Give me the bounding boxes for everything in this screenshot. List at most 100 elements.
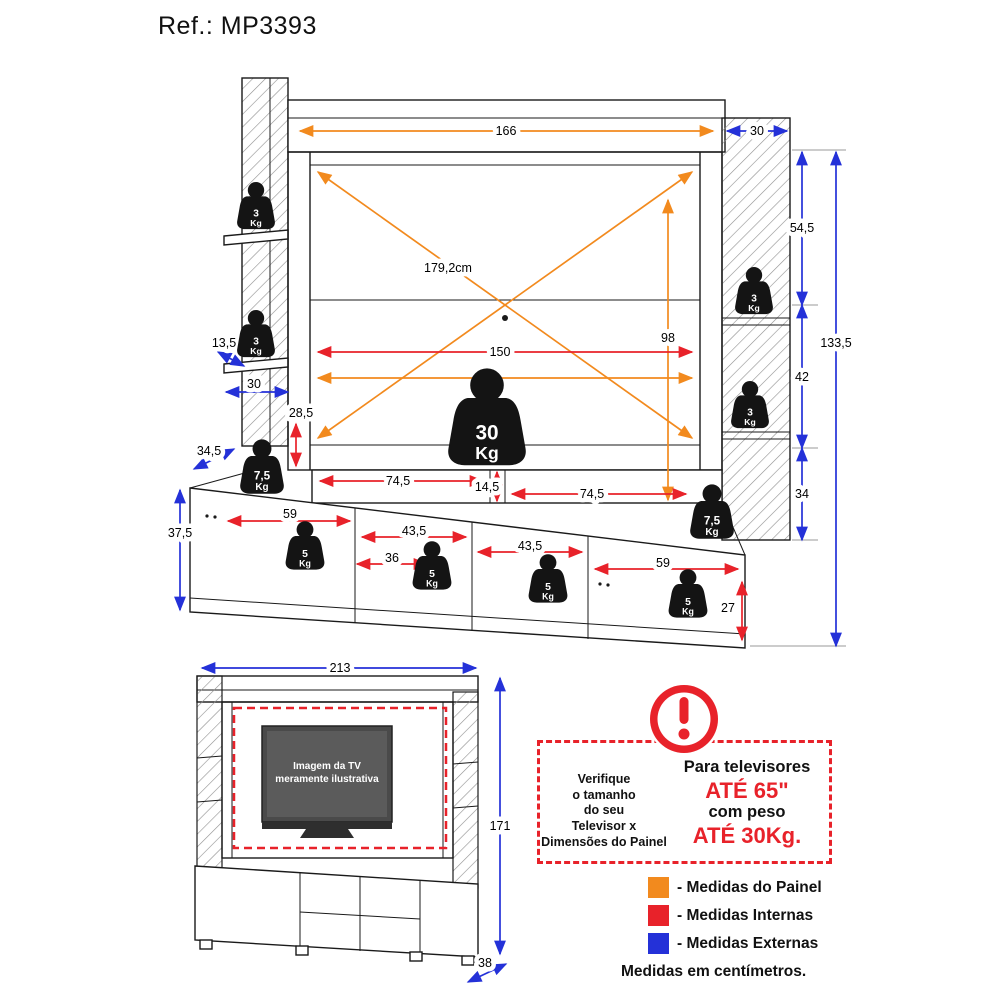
dim-side-width: 30 [750,124,764,138]
dim-small-depth: 38 [478,956,492,970]
legend-swatch-panel [648,877,669,898]
dim-comp-height: 27 [721,601,735,615]
weight-3kg: 3Kg [237,181,275,230]
notice-box [537,740,832,864]
tv-note-line1: Imagem da TV [293,761,361,772]
tv-stand [300,829,354,838]
dim-inner-height: 98 [661,331,675,345]
dim-comp3: 36 [385,551,399,565]
tv-area-dashed-outline [232,706,448,850]
handle-dot [606,583,610,587]
left-mirror-panel [223,77,289,447]
svg-text:Kg: Kg [542,591,554,601]
svg-text:Kg: Kg [250,346,261,356]
tv-capacity-text: Para televisores ATÉ 65" com peso ATÉ 30… [666,758,828,848]
dim-comp2: 43,5 [402,524,426,538]
small-base-cabinet [194,865,479,966]
svg-text:Kg: Kg [255,482,268,493]
warning-icon [647,682,721,756]
svg-text:Kg: Kg [682,606,694,616]
handle-dot [598,582,602,586]
weight-5kg: 5Kg [528,554,568,603]
legend-label: - Medidas Internas [677,906,814,924]
tv-note-line2: meramente ilustrativa [275,774,379,785]
legend-item-panel: - Medidas do Painel [648,877,878,898]
svg-text:Kg: Kg [426,578,438,588]
handle-dot [213,515,217,519]
dim-base-depth: 34,5 [197,444,221,458]
weight-7-5kg: 7,5Kg [690,484,734,539]
main-unit-drawing: 166 179,2cm 98 150 28,5 74,5 14,5 74,5 [163,77,856,649]
legend-swatch-internal [648,905,669,926]
capacity-line: Para televisores [683,758,811,776]
dim-under-left: 74,5 [386,474,410,488]
tv-illustration: Imagem da TV meramente ilustrativa [261,725,393,838]
weight-7-5kg: 7,5Kg [240,439,284,494]
svg-text:5: 5 [685,597,691,608]
weight-5kg: 5Kg [285,521,325,570]
dim-inner-width: 150 [490,345,511,359]
right-mirror-panel [721,117,791,541]
base-cabinet [189,470,746,649]
dim-shelf-width: 30 [247,377,261,391]
dim-right-total: 133,5 [820,336,851,350]
dim-comp5: 59 [656,556,670,570]
svg-text:5: 5 [302,549,308,560]
check-line: Televisor x [571,818,637,833]
weight-5kg: 5Kg [668,569,708,618]
dim-diagonal: 179,2cm [424,261,472,275]
capacity-line: com peso [708,803,786,822]
legend-item-internal: - Medidas Internas [648,905,878,926]
weight-30kg: 30Kg [448,368,526,466]
check-line: o tamanho [572,787,636,802]
svg-text:3: 3 [253,209,259,220]
dim-under-right: 74,5 [580,487,604,501]
legend-item-external: - Medidas Externas [648,933,878,954]
svg-text:5: 5 [429,569,435,580]
weight-3kg: 3Kg [237,309,275,358]
check-tv-size-text: Verifique o tamanho do seu Televisor x D… [540,772,668,850]
check-line: Dimensões do Painel [541,834,667,849]
svg-text:Kg: Kg [475,443,498,463]
legend-label: - Medidas Externas [677,934,819,952]
dim-right-lower: 34 [795,487,809,501]
svg-text:3: 3 [747,408,753,419]
legend-label: - Medidas do Painel [677,878,822,896]
svg-text:Kg: Kg [748,303,759,313]
svg-text:7,5: 7,5 [704,514,721,527]
weight-3kg: 3Kg [731,380,769,429]
internal-dimensions-red: 150 28,5 74,5 14,5 74,5 59 43,5 36 43,5 … [226,341,748,642]
page-title: Ref.: MP3393 [158,12,317,40]
dim-under-mid: 14,5 [475,480,499,494]
capacity-size: ATÉ 65" [705,777,789,803]
check-line: Verifique [577,772,631,786]
svg-text:5: 5 [545,582,551,593]
dim-right-mid: 42 [795,370,809,384]
dim-small-height: 171 [490,819,511,833]
under-panel-shelf [311,469,723,504]
dim-small-width: 213 [330,661,351,675]
dim-right-upper: 54,5 [790,221,814,235]
svg-text:Kg: Kg [299,558,311,568]
weight-5kg: 5Kg [412,541,452,590]
legend-footer: Medidas em centímetros. [621,963,807,980]
dim-top-width: 166 [496,124,517,138]
svg-text:30: 30 [475,422,498,445]
svg-text:Kg: Kg [705,527,718,538]
svg-text:3: 3 [253,337,259,348]
svg-text:3: 3 [751,294,757,305]
legend: - Medidas do Painel - Medidas Internas -… [648,877,878,961]
dim-comp4: 43,5 [518,539,542,553]
handle-dot [205,514,209,518]
external-dimensions-blue: 30 54,5 42 34 133,5 13,5 30 34,5 [163,120,856,648]
check-line: do seu [583,803,625,818]
dim-gap: 28,5 [289,406,313,420]
dim-base-height: 37,5 [168,526,192,540]
svg-text:Kg: Kg [744,417,755,427]
weight-3kg: 3Kg [735,266,773,315]
svg-text:Kg: Kg [250,218,261,228]
small-unit-drawing: 213 Imagem da TV meramente ilustrativa [194,657,515,983]
svg-text:7,5: 7,5 [254,469,271,482]
